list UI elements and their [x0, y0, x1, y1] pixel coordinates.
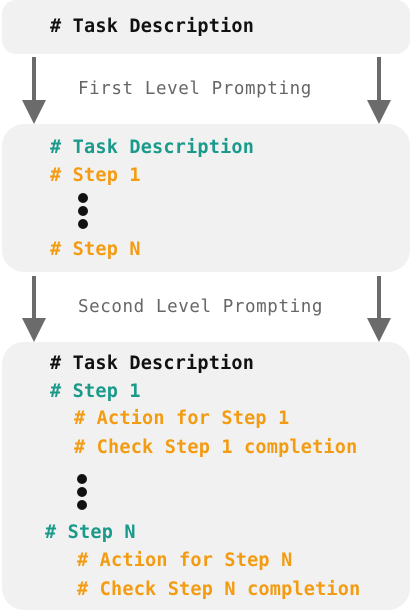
- ellipsis-dot: [77, 474, 87, 484]
- bottom-step-1-check: # Check Step 1 completion: [74, 437, 358, 458]
- middle-step-1: # Step 1: [50, 165, 141, 186]
- first-level-caption: First Level Prompting: [78, 79, 312, 99]
- bottom-step-n-check: # Check Step N completion: [77, 579, 361, 600]
- middle-step-n: # Step N: [50, 239, 141, 260]
- top-task-description: # Task Description: [50, 16, 255, 37]
- middle-task-description: # Task Description: [50, 137, 255, 158]
- bottom-step-n: # Step N: [45, 522, 136, 543]
- ellipsis-dot: [78, 193, 88, 203]
- ellipsis-dot: [78, 206, 88, 216]
- ellipsis-dot: [77, 500, 87, 510]
- ellipsis-dot: [78, 219, 88, 229]
- top-box: [2, 0, 410, 54]
- bottom-task-description: # Task Description: [50, 353, 255, 374]
- second-level-caption: Second Level Prompting: [78, 297, 323, 317]
- bottom-step-1-action: # Action for Step 1: [74, 408, 290, 429]
- ellipsis-dot: [77, 487, 87, 497]
- bottom-step-n-action: # Action for Step N: [77, 550, 293, 571]
- bottom-step-1: # Step 1: [50, 381, 141, 402]
- first-level-box: [2, 124, 410, 272]
- second-level-box: [2, 342, 410, 610]
